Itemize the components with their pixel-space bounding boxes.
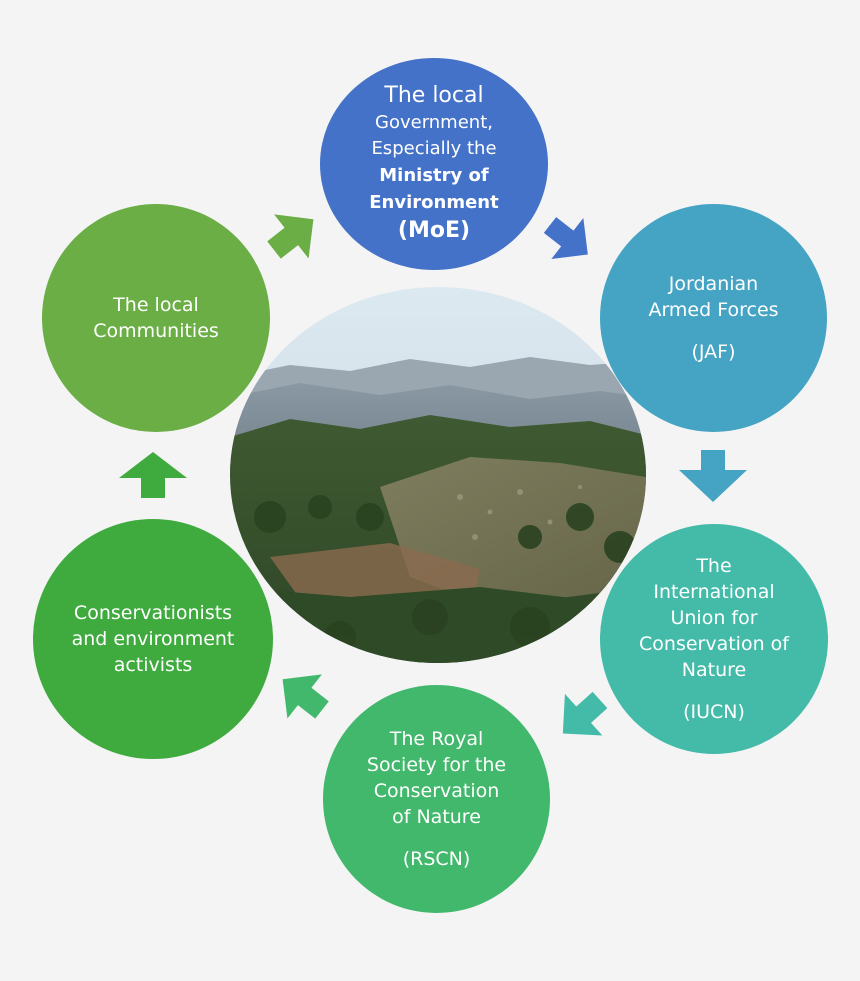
node-cons-line2: and environment — [71, 628, 235, 650]
arrow-iucn-to-rscn-icon — [562, 691, 608, 736]
node-iucn-abbr: (IUCN) — [683, 701, 745, 723]
node-iucn: The International Union for Conservation… — [600, 524, 828, 754]
node-iucn-line3: Union for — [670, 607, 758, 629]
node-iucn-line2: International — [653, 581, 775, 603]
node-jaf-line1: Jordanian — [668, 273, 759, 295]
node-rscn-line3: Conservation — [373, 780, 500, 802]
node-cons-line1: Conservationists — [73, 602, 233, 624]
node-moe-line5: Environment — [369, 192, 499, 213]
arrow-local-to-moe-icon — [267, 214, 314, 259]
node-ministry-of-environment: The local Government, Especially the Min… — [320, 58, 548, 270]
arrow-rscn-to-conservationists-icon — [282, 674, 329, 719]
node-rscn: The Royal Society for the Conservation o… — [323, 685, 550, 913]
node-moe-line4: Ministry of — [379, 165, 489, 186]
node-rscn-line2: Society for the — [366, 754, 507, 776]
node-jaf-abbr: (JAF) — [691, 341, 736, 363]
arrow-moe-to-jaf-icon — [543, 217, 588, 260]
node-iucn-line5: Nature — [681, 659, 747, 681]
node-jordanian-armed-forces: Jordanian Armed Forces (JAF) — [600, 204, 827, 432]
node-iucn-line4: Conservation of — [639, 633, 789, 655]
node-iucn-line1: The — [696, 555, 732, 577]
node-local-communities: The local Communities — [42, 204, 270, 432]
arrow-conservationists-to-local-icon — [119, 452, 187, 498]
arrow-jaf-to-iucn-icon — [679, 450, 747, 502]
node-jaf-line2: Armed Forces — [648, 299, 779, 321]
node-conservationists: Conservationists and environment activis… — [33, 519, 273, 759]
node-rscn-abbr: (RSCN) — [402, 848, 471, 870]
node-rscn-line4: of Nature — [392, 806, 481, 828]
node-moe-abbr: (MoE) — [397, 218, 471, 243]
node-moe-line1: The local — [384, 83, 484, 108]
node-moe-line2: Government, — [375, 112, 493, 133]
node-local-line1: The local — [113, 294, 199, 316]
node-moe-line3: Especially the — [371, 138, 497, 159]
node-cons-line3: activists — [113, 654, 193, 676]
node-local-line2: Communities — [93, 320, 219, 342]
node-rscn-line1: The Royal — [389, 728, 484, 750]
